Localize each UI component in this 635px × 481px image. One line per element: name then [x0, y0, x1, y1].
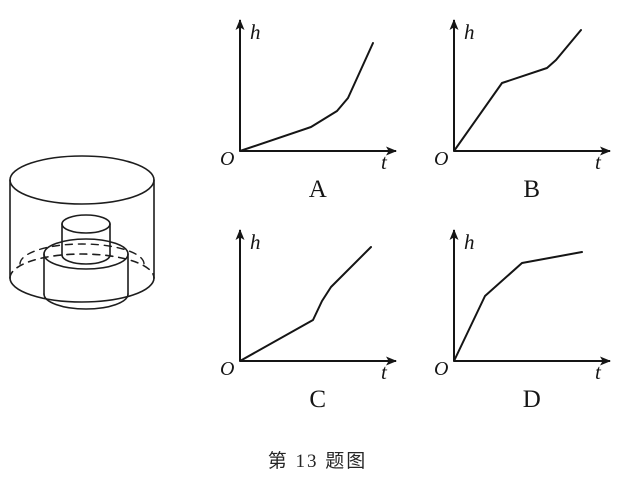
y-axis-label: h: [250, 230, 261, 254]
outer-cylinder-bottom-back-arc: [9, 253, 155, 279]
vessel-svg: [9, 155, 155, 310]
lower-inner-cylinder-bottom-arc: [43, 293, 129, 310]
graph-d-svg: [449, 229, 611, 366]
outer-cylinder-top-ellipse: [9, 155, 155, 205]
graph-a-svg: [235, 19, 397, 156]
option-letter-d: D: [522, 386, 542, 413]
x-axis-label: t: [595, 360, 601, 384]
figure-caption: 第 13 题图: [267, 451, 368, 472]
option-graph-b: h t O B: [432, 8, 632, 220]
vessel-diagram: [2, 148, 168, 326]
outer-cylinder-bottom-front-arc: [9, 277, 155, 303]
inner-base-plane-back-arc: [19, 243, 145, 265]
y-axis-label: h: [464, 20, 475, 44]
option-letter-c: C: [309, 386, 327, 413]
origin-label: O: [220, 358, 235, 380]
curve-c: [239, 246, 372, 362]
origin-label: O: [220, 148, 235, 170]
graph-b-svg: [449, 19, 611, 156]
upper-inner-cylinder-top-ellipse: [61, 214, 111, 234]
x-axis-label: t: [595, 150, 601, 174]
y-axis-label: h: [250, 20, 261, 44]
option-graph-c: h t O C: [218, 218, 418, 430]
curve-b: [453, 29, 582, 152]
origin-label: O: [434, 358, 449, 380]
y-axis-label: h: [464, 230, 475, 254]
graph-c-svg: [235, 229, 397, 366]
curve-a: [239, 42, 374, 152]
option-graph-d: h t O D: [432, 218, 632, 430]
x-axis-label: t: [381, 360, 387, 384]
option-letter-a: A: [308, 176, 328, 203]
curve-d: [453, 251, 583, 362]
option-graph-a: h t O A: [218, 8, 418, 220]
origin-label: O: [434, 148, 449, 170]
x-axis-label: t: [381, 150, 387, 174]
upper-inner-cylinder-bottom-arc: [61, 254, 111, 265]
option-letter-b: B: [523, 176, 541, 203]
